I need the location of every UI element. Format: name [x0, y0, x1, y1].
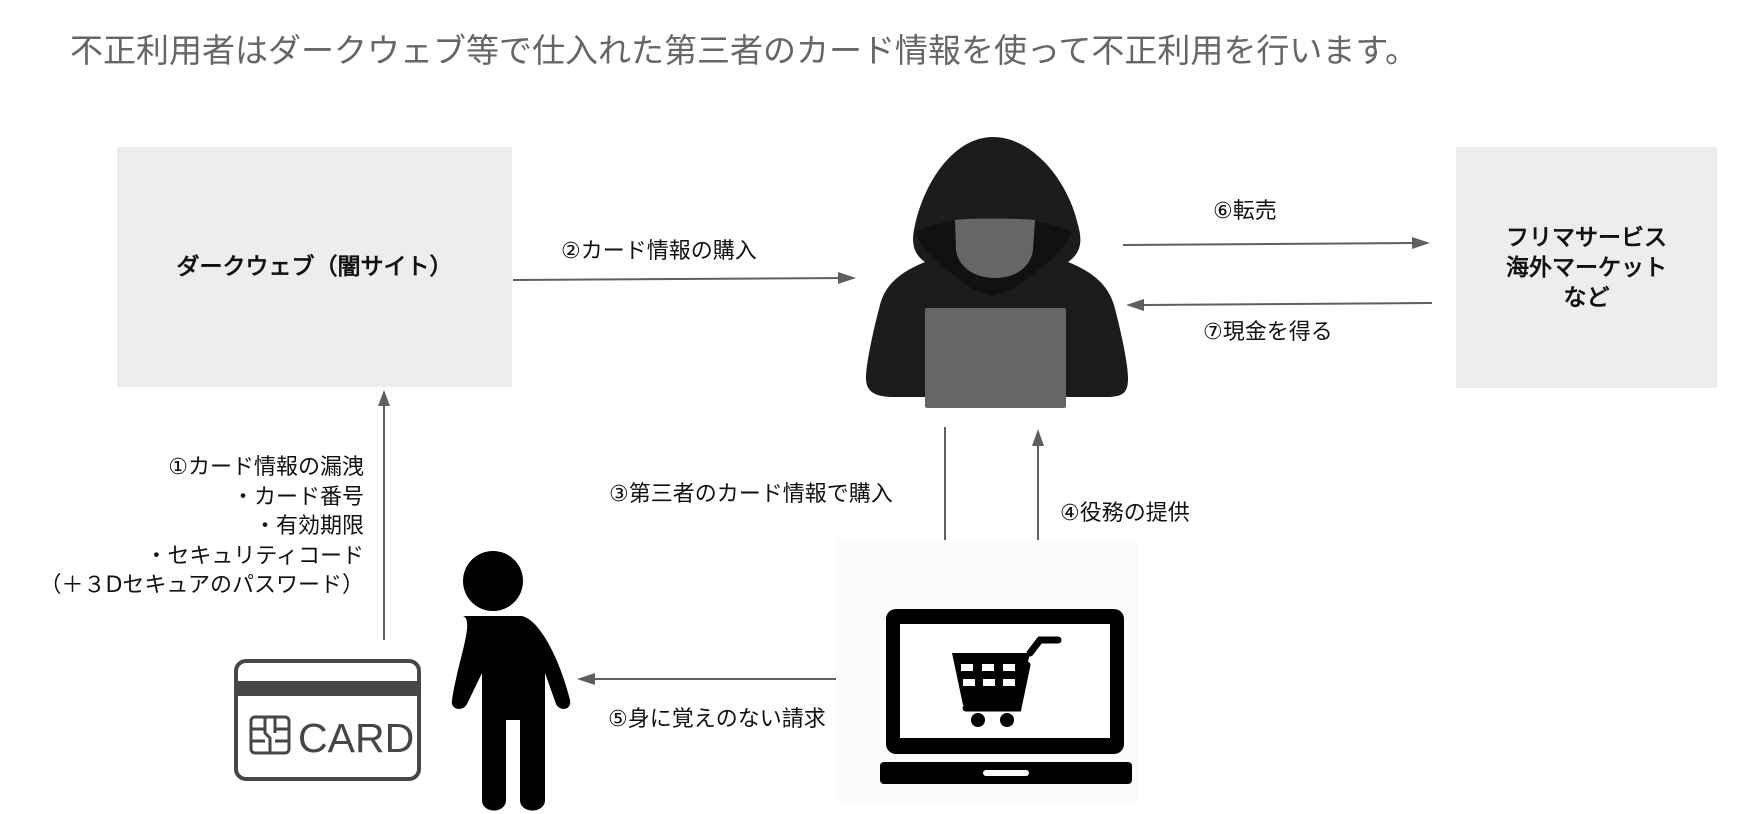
hooded-hacker-icon	[866, 137, 1128, 408]
step-5-label: ⑤身に覚えのない請求	[608, 707, 826, 732]
resale-market-box: フリマサービス 海外マーケット など	[1456, 147, 1717, 388]
market-line-3: など	[1563, 284, 1610, 311]
arrow-step-7	[1126, 299, 1433, 311]
arrow-step-2	[512, 272, 856, 284]
page-title: 不正利用者はダークウェブ等で仕入れた第三者のカード情報を使って不正利用を行います…	[70, 31, 1419, 70]
step-1-title: ①カード情報の漏洩	[168, 455, 364, 480]
dark-web-box: ダークウェブ（闇サイト）	[117, 147, 512, 387]
step-2-label: ②カード情報の購入	[561, 239, 757, 264]
step-1-item-security-code: ・セキュリティコード	[145, 543, 364, 569]
dark-web-label: ダークウェブ（闇サイト）	[176, 254, 453, 280]
step-7-label: ⑦現金を得る	[1203, 320, 1333, 345]
laptop-shopping-cart-icon	[836, 540, 1138, 802]
arrow-step-5	[577, 673, 884, 685]
market-line-2: 海外マーケット	[1506, 254, 1667, 281]
step-4-label: ④役務の提供	[1060, 501, 1190, 526]
credit-card-icon: CARD	[234, 659, 421, 781]
person-icon	[451, 551, 571, 811]
step-1-item-expiry: ・有効期限	[253, 514, 364, 539]
step-6-label: ⑥転売	[1213, 199, 1277, 224]
market-line-1: フリマサービス	[1506, 224, 1667, 251]
step-1-item-3ds-password: （＋３Dセキュアのパスワード）	[39, 573, 364, 598]
arrow-step-6	[1122, 237, 1430, 249]
step-3-label: ③第三者のカード情報で購入	[609, 482, 893, 507]
step-1-label: ①カード情報の漏洩 ・カード番号 ・有効期限 ・セキュリティコード （＋３Dセキ…	[39, 453, 364, 601]
card-text: CARD	[298, 715, 414, 761]
arrow-step-1	[378, 390, 390, 640]
step-1-item-card-number: ・カード番号	[231, 484, 364, 510]
